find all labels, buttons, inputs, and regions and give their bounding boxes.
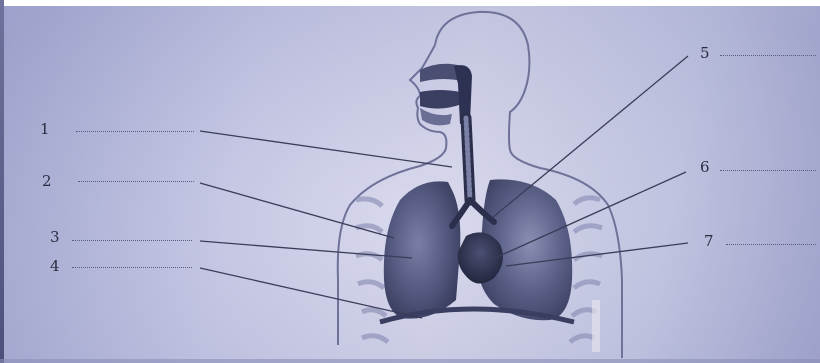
answer-blank-3[interactable] bbox=[72, 240, 192, 241]
answer-blank-5[interactable] bbox=[720, 55, 816, 56]
label-number-4: 4 bbox=[50, 259, 60, 274]
label-number-2: 2 bbox=[42, 174, 52, 189]
label-number-6: 6 bbox=[700, 160, 710, 175]
label-number-5: 5 bbox=[700, 46, 710, 61]
label-number-1: 1 bbox=[40, 122, 50, 137]
left-lung bbox=[384, 181, 461, 318]
label-number-7: 7 bbox=[704, 234, 714, 249]
answer-blank-4[interactable] bbox=[72, 267, 192, 268]
answer-blank-6[interactable] bbox=[720, 170, 816, 171]
answer-blank-1[interactable] bbox=[76, 131, 194, 132]
answer-blank-7[interactable] bbox=[726, 244, 816, 245]
label-number-3: 3 bbox=[50, 230, 60, 245]
answer-blank-2[interactable] bbox=[78, 181, 194, 182]
body-outline bbox=[338, 12, 622, 358]
